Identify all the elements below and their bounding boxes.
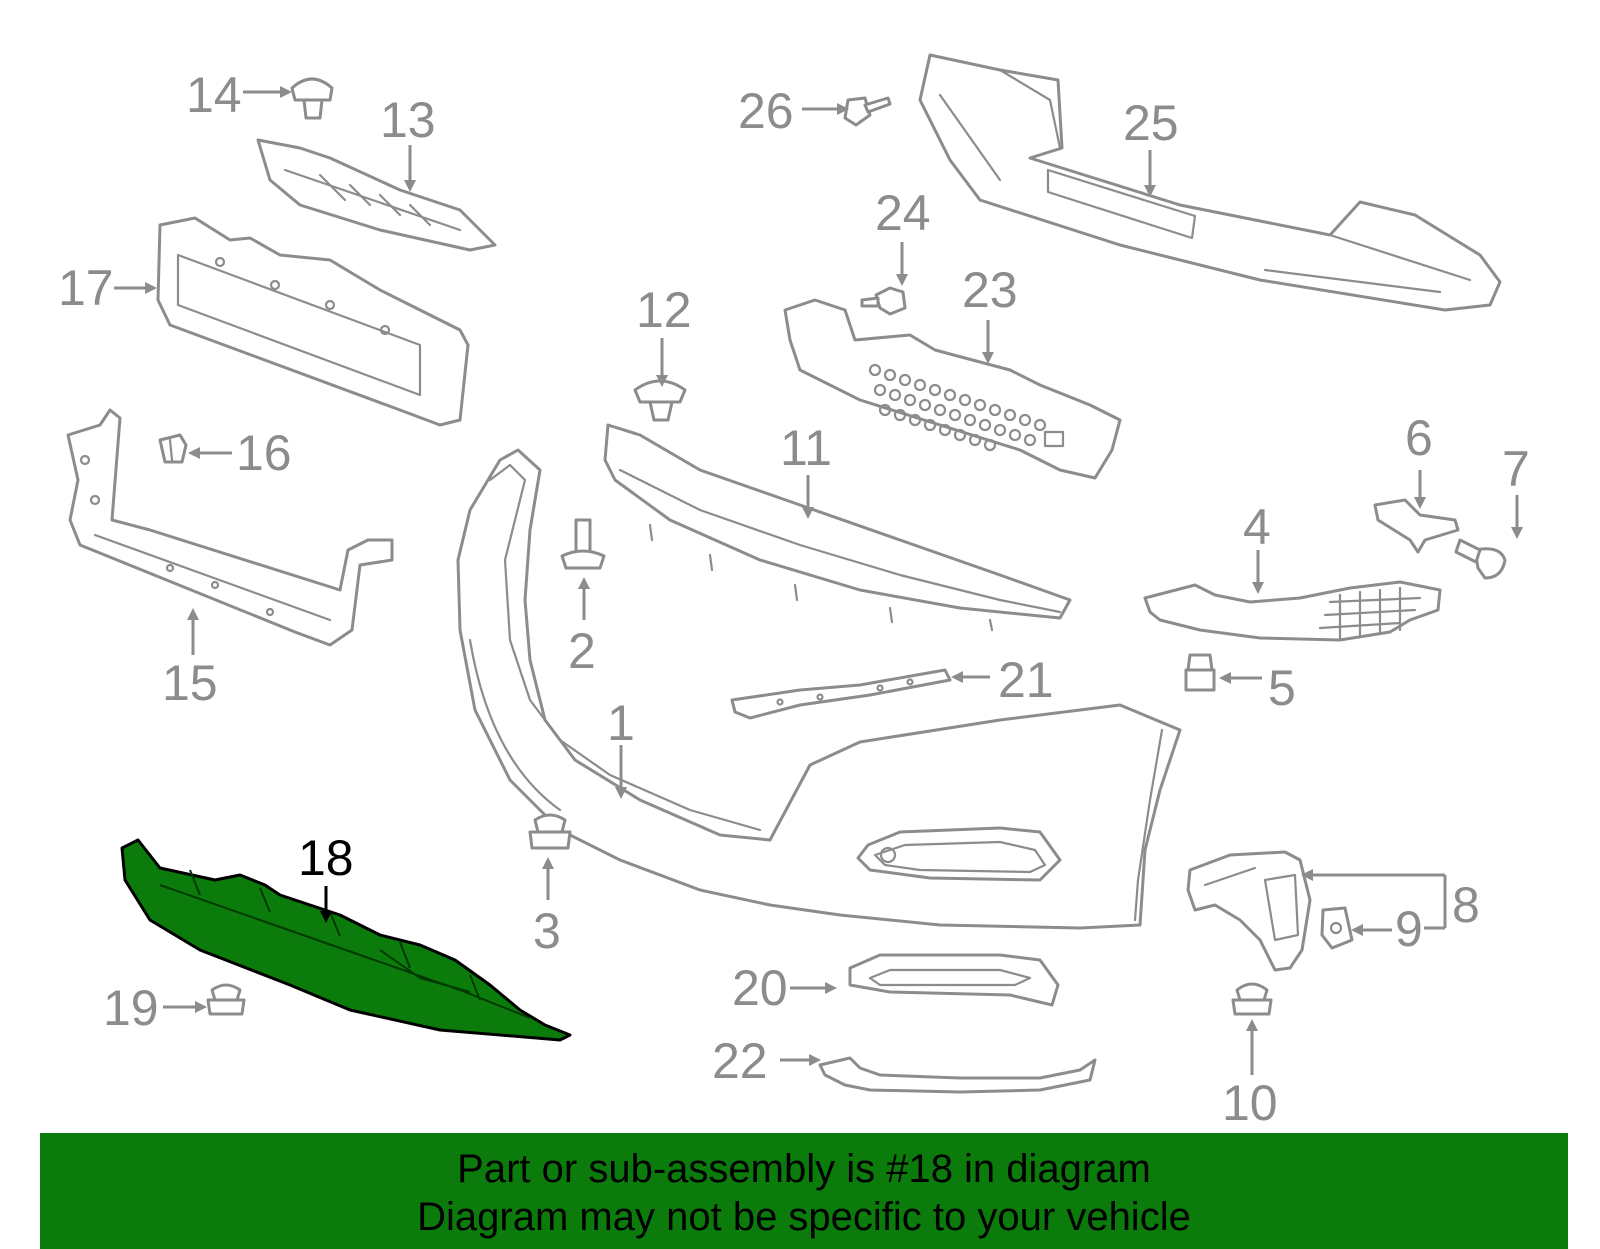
callout-16: 16 (236, 425, 292, 481)
callout-22: 22 (712, 1033, 768, 1089)
part-17-grille-bracket[interactable] (156, 216, 470, 427)
callout-9: 9 (1395, 901, 1423, 957)
callout-23: 23 (962, 262, 1018, 318)
callout-3: 3 (533, 903, 561, 959)
part-4-side-bracket[interactable] (1143, 580, 1442, 642)
part-11-grille-molding[interactable] (603, 423, 1072, 632)
callout-18: 18 (298, 830, 354, 886)
part-20-fog-bezel[interactable] (848, 953, 1060, 1007)
part-2-bolt[interactable] (560, 518, 606, 570)
callout-19: 19 (103, 980, 159, 1036)
info-banner: Part or sub-assembly is #18 in diagram D… (40, 1133, 1568, 1249)
callout-1: 1 (607, 695, 635, 751)
callout-labels: 1 2 3 4 5 6 7 8 9 10 11 12 13 14 15 16 1… (58, 67, 1530, 1131)
callout-15: 15 (162, 655, 218, 711)
part-12-clip[interactable] (633, 379, 687, 422)
part-3-clip[interactable] (528, 813, 572, 850)
part-21-molding-strip[interactable] (730, 668, 952, 720)
part-13-air-deflector[interactable] (256, 138, 497, 252)
callout-25: 25 (1123, 95, 1179, 151)
leader-lines (114, 86, 1523, 1075)
part-24-clip[interactable] (860, 286, 907, 316)
callout-21: 21 (998, 652, 1054, 708)
callout-4: 4 (1243, 499, 1271, 555)
part-6-bracket[interactable] (1373, 498, 1460, 554)
part-16-push-pin[interactable] (158, 433, 188, 464)
part-15-lower-bracket[interactable] (66, 408, 394, 647)
banner-line-1: Part or sub-assembly is #18 in diagram (457, 1147, 1151, 1191)
part-26-bolt[interactable] (843, 96, 892, 127)
part-25-reinforcement-beam[interactable] (918, 53, 1502, 312)
callout-7: 7 (1502, 441, 1530, 497)
callout-8: 8 (1452, 877, 1480, 933)
part-22-lower-molding[interactable] (818, 1056, 1097, 1094)
callout-5: 5 (1268, 660, 1296, 716)
part-19-clip[interactable] (206, 983, 246, 1016)
callout-14: 14 (186, 67, 242, 123)
part-1-bumper-cover[interactable] (456, 448, 1182, 930)
callout-20: 20 (732, 960, 788, 1016)
callout-6: 6 (1405, 410, 1433, 466)
part-10-clip[interactable] (1231, 982, 1273, 1016)
callout-24: 24 (875, 185, 931, 241)
part-5-bolt[interactable] (1184, 653, 1216, 692)
part-18-under-cover[interactable] (120, 838, 572, 1042)
callout-12: 12 (636, 282, 692, 338)
callout-13: 13 (380, 92, 436, 148)
callout-11: 11 (780, 420, 832, 476)
callout-10: 10 (1222, 1075, 1278, 1131)
banner-line-2: Diagram may not be specific to your vehi… (417, 1195, 1191, 1239)
part-14-clip[interactable] (290, 77, 334, 120)
part-7-screw[interactable] (1454, 538, 1507, 580)
part-8-bracket-assembly[interactable] (1186, 850, 1312, 972)
honeycomb-pattern (868, 363, 1047, 452)
callout-17: 17 (58, 260, 114, 316)
callout-26: 26 (738, 83, 794, 139)
callout-2: 2 (568, 623, 596, 679)
part-9-nut-clip[interactable] (1320, 906, 1354, 950)
part-23-grille-honeycomb[interactable] (783, 298, 1122, 480)
